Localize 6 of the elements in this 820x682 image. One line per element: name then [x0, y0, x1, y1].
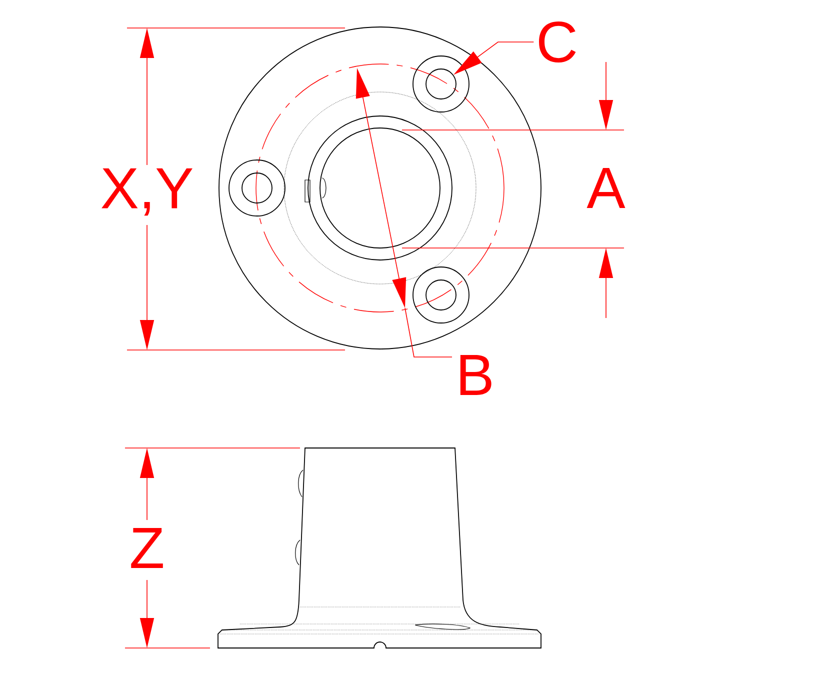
dimension-label: B — [460, 355, 492, 395]
dimension-label: X,Y — [102, 168, 192, 216]
dimension-label: Z — [131, 528, 163, 568]
dimension-label: A — [586, 168, 626, 208]
bolt-hole — [426, 68, 456, 100]
callout-letter: C — [539, 21, 576, 63]
